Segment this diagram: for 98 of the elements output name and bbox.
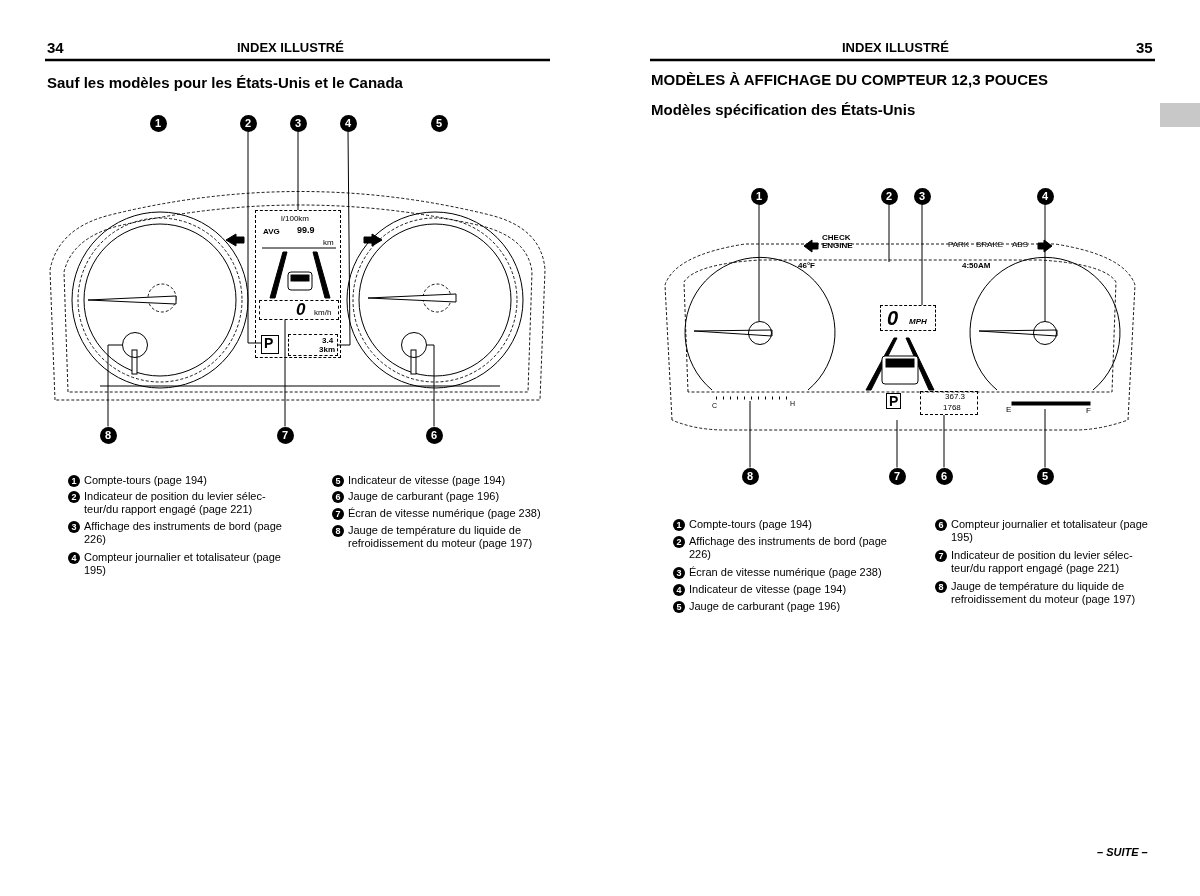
legend-text: Affichage des instruments de bord (page 226) bbox=[689, 535, 888, 561]
callout-number: 2 bbox=[239, 114, 257, 132]
leader-line bbox=[1044, 204, 1046, 322]
legend-text: Compteur journalier et totalisateur (page 195) bbox=[951, 518, 1149, 544]
legend-number: 4 bbox=[68, 552, 80, 564]
callout-number: 7 bbox=[888, 467, 906, 485]
trip-readout bbox=[288, 334, 338, 356]
display-text: km/h bbox=[314, 309, 332, 318]
section-title: Sauf les modèles pour les États-Unis et le Canada bbox=[47, 75, 403, 92]
speed-readout bbox=[880, 305, 936, 331]
legend-number: 1 bbox=[673, 519, 685, 531]
legend-text: Indicateur de vitesse (page 194) bbox=[348, 474, 507, 487]
gear-indicator bbox=[261, 335, 279, 354]
callout-number: 2 bbox=[880, 187, 898, 205]
callout-number: 1 bbox=[750, 187, 768, 205]
legend-text: Jauge de carburant (page 196) bbox=[348, 490, 501, 503]
legend-text: Compte-tours (page 194) bbox=[84, 474, 208, 487]
display-text: 0 bbox=[887, 307, 899, 329]
display-text: 99.9 bbox=[297, 226, 315, 236]
gauge-mark: E bbox=[1006, 406, 1012, 415]
header-title: INDEX ILLUSTRÉ bbox=[842, 41, 949, 56]
leader-line bbox=[758, 204, 760, 322]
display-text: 367.3 bbox=[945, 393, 966, 402]
page-number: 35 bbox=[1136, 40, 1153, 57]
warning-text: ABS bbox=[1012, 241, 1028, 250]
callout-number: 1 bbox=[149, 114, 167, 132]
speed-readout bbox=[259, 300, 339, 320]
callout-number: 8 bbox=[99, 426, 117, 444]
gauge-mark: F bbox=[1086, 407, 1091, 416]
legend-number: 1 bbox=[68, 475, 80, 487]
leader-line bbox=[888, 204, 890, 263]
display-text: l/100km bbox=[281, 215, 309, 224]
leader-line bbox=[337, 131, 351, 346]
legend-text: Indicateur de position du levier sélec- teur/du rapport engagé (page 221) bbox=[951, 549, 1134, 575]
display-text: AVG bbox=[263, 228, 280, 237]
legend-number: 7 bbox=[332, 508, 344, 520]
leader-line bbox=[1044, 408, 1046, 468]
legend-number: 5 bbox=[332, 475, 344, 487]
legend-number: 8 bbox=[332, 525, 344, 537]
legend-text: Écran de vitesse numérique (page 238) bbox=[689, 566, 883, 579]
legend-number: 6 bbox=[935, 519, 947, 531]
page-number: 34 bbox=[47, 40, 64, 57]
display-text: 3km bbox=[319, 346, 335, 355]
legend-number: 6 bbox=[332, 491, 344, 503]
display-text: 1768 bbox=[943, 404, 961, 413]
warning-text: BRAKE bbox=[976, 241, 1004, 250]
display-screen bbox=[255, 210, 341, 358]
section-title: MODÈLES À AFFICHAGE DU COMPTEUR 12,3 POUCES bbox=[651, 72, 1048, 89]
legend-text: Indicateur de position du levier sélec- teur/du rapport engagé (page 221) bbox=[84, 490, 267, 516]
display-text: 46°F bbox=[798, 262, 815, 271]
display-text: 3.4 bbox=[322, 337, 334, 346]
leader-line bbox=[107, 344, 123, 427]
callout-number: 4 bbox=[339, 114, 357, 132]
legend-text: Jauge de température du liquide de refroidissement du moteur (page 197) bbox=[348, 524, 534, 550]
callout-number: 3 bbox=[913, 187, 931, 205]
legend-text: Affichage des instruments de bord (page 226) bbox=[84, 520, 283, 546]
leader-line bbox=[896, 419, 898, 468]
callout-number: 3 bbox=[289, 114, 307, 132]
callout-number: 8 bbox=[741, 467, 759, 485]
leader-line bbox=[749, 400, 751, 468]
header-title: INDEX ILLUSTRÉ bbox=[237, 41, 344, 56]
legend-number: 7 bbox=[935, 550, 947, 562]
legend-number: 3 bbox=[673, 567, 685, 579]
section-title: Modèles spécification des États-Unis bbox=[651, 102, 916, 119]
gear-indicator: P bbox=[886, 393, 902, 409]
legend-text: Indicateur de vitesse (page 194) bbox=[689, 583, 848, 596]
leader-line bbox=[943, 414, 945, 468]
trip-readout bbox=[920, 391, 978, 415]
callout-number: 4 bbox=[1036, 187, 1054, 205]
callout-number: 6 bbox=[935, 467, 953, 485]
leader-line bbox=[921, 204, 923, 306]
callout-number: 5 bbox=[1036, 467, 1054, 485]
display-text: P bbox=[264, 336, 274, 352]
display-text: 4:50AM bbox=[962, 262, 991, 271]
callout-number: 6 bbox=[425, 426, 443, 444]
legend-number: 3 bbox=[68, 521, 80, 533]
display-text: MPH bbox=[909, 318, 927, 327]
callout-number: 5 bbox=[430, 114, 448, 132]
leader-line bbox=[426, 344, 435, 427]
continued-note: – SUITE – bbox=[1097, 846, 1148, 859]
legend-number: 2 bbox=[673, 536, 685, 548]
legend-text: Écran de vitesse numérique (page 238) bbox=[348, 507, 542, 520]
callout-number: 7 bbox=[276, 426, 294, 444]
display-text: 0 bbox=[296, 301, 306, 320]
legend-text: Jauge de carburant (page 196) bbox=[689, 600, 842, 613]
warning-text: CHECK ENGINE bbox=[822, 234, 852, 250]
legend-text: Compte-tours (page 194) bbox=[689, 518, 813, 531]
legend-number: 5 bbox=[673, 601, 685, 613]
display-text: km bbox=[323, 239, 334, 248]
legend-number: 4 bbox=[673, 584, 685, 596]
leader-line bbox=[297, 131, 299, 211]
legend-number: 8 bbox=[935, 581, 947, 593]
legend-text: Compteur journalier et totalisateur (page 195) bbox=[84, 551, 282, 577]
leader-line bbox=[284, 319, 286, 427]
legend-number: 2 bbox=[68, 491, 80, 503]
leader-line bbox=[247, 131, 262, 344]
legend-text: Jauge de température du liquide de refroidissement du moteur (page 197) bbox=[951, 580, 1137, 606]
warning-text: PARK bbox=[948, 241, 970, 250]
